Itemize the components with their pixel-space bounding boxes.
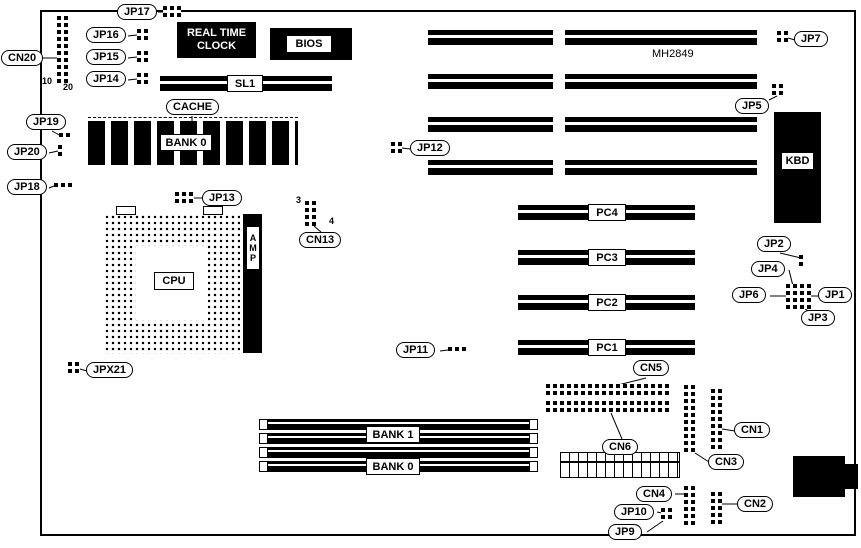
cpu-label: CPU (154, 272, 194, 290)
callout-jp6: JP6 (732, 287, 766, 303)
cn13-pin-header (305, 201, 316, 226)
jp19-pin-header (59, 133, 70, 137)
power-connector-row-bottom (560, 462, 680, 478)
simm2-clip-left (259, 433, 268, 444)
din-connector-plug (845, 464, 858, 489)
cn20-pin10-label: 10 (42, 76, 53, 86)
din-connector-body (793, 456, 845, 497)
isa-slot-4-short (428, 160, 553, 175)
cpu-socket-tab-right (203, 206, 223, 215)
bank0-label: BANK 0 (366, 458, 420, 475)
cn4-pin-strip (684, 486, 695, 525)
callout-jp10: JP10 (614, 504, 654, 520)
jp14-pin-header (137, 73, 148, 84)
real-time-clock-chip: REAL TIME CLOCK (177, 22, 256, 58)
simm2-clip-right (529, 433, 538, 444)
cn13-pin4-label: 4 (329, 216, 335, 226)
cache-bank0-label: BANK 0 (160, 134, 212, 151)
callout-jp9: JP9 (608, 524, 642, 540)
callout-cn20: CN20 (1, 50, 44, 66)
jp12-pin-header (391, 142, 402, 153)
jp15-pin-header (137, 51, 148, 62)
callout-cn6: CN6 (602, 439, 639, 455)
jp18-pin-header (54, 183, 72, 187)
isa-slot-3-short (428, 117, 553, 132)
callout-cn1: CN1 (734, 422, 771, 438)
jp20-pin-header (58, 145, 62, 156)
pc3-label: PC3 (588, 249, 626, 266)
amp-label: AMP (246, 226, 260, 270)
pc4-label: PC4 (588, 204, 626, 221)
jp13-pin-header (175, 192, 193, 203)
callout-jp4: JP4 (751, 261, 785, 277)
jp16-pin-header (137, 29, 148, 40)
jumper-block-pins (786, 284, 811, 309)
isa-slot-2-short (428, 74, 553, 89)
jp5-pin-header (772, 84, 783, 95)
callout-jp20: JP20 (7, 144, 47, 160)
bank1-label: BANK 1 (366, 426, 420, 443)
simm1-clip-left (259, 419, 268, 430)
jp17-pin-header (163, 6, 181, 17)
rtc-label-line1: REAL TIME (186, 27, 247, 39)
simm4-clip-right (529, 461, 538, 472)
callout-jp3: JP3 (801, 310, 835, 326)
callout-jpx21: JPX21 (86, 362, 134, 378)
jpx21-pin-header (68, 362, 79, 373)
cache-top-edge (88, 117, 298, 118)
callout-jp7: JP7 (794, 31, 828, 47)
jp2-pin-header (799, 255, 803, 266)
kbd-label: KBD (781, 152, 814, 170)
cn5-pin-header-1 (546, 384, 669, 395)
sl1-label: SL1 (227, 75, 263, 92)
cn2-pin-strip (711, 489, 722, 524)
jp7-pin-header (777, 31, 788, 42)
cpu-socket-tab-left (116, 206, 136, 215)
simm-slot-3 (268, 447, 529, 458)
simm1-clip-right (529, 419, 538, 430)
callout-cn4: CN4 (636, 486, 673, 502)
simm3-clip-left (259, 447, 268, 458)
pc2-label: PC2 (588, 294, 626, 311)
cn20-pin20-label: 20 (63, 82, 74, 92)
simm3-clip-right (529, 447, 538, 458)
cn13-pin3-label: 3 (296, 195, 302, 205)
callout-cache: CACHE (166, 99, 220, 115)
callout-jp12: JP12 (410, 140, 450, 156)
callout-jp2: JP2 (757, 236, 791, 252)
isa-slot-1-long (565, 30, 757, 45)
callout-jp1: JP1 (818, 287, 852, 303)
isa-slot-4-long (565, 160, 757, 175)
jp10-pin-header (661, 508, 672, 519)
bios-label: BIOS (286, 35, 332, 53)
callout-jp13: JP13 (202, 190, 242, 206)
jp11-pin-header (448, 347, 466, 351)
simm-slot-1 (268, 419, 529, 430)
callout-jp15: JP15 (86, 49, 126, 65)
cn20-pin-strip (57, 16, 68, 83)
cn1-pin-strip (711, 389, 722, 449)
callout-jp11: JP11 (396, 342, 436, 358)
callout-jp14: JP14 (86, 71, 126, 87)
callout-cn3: CN3 (708, 454, 745, 470)
pc1-label: PC1 (588, 339, 626, 356)
isa-slot-2-long (565, 74, 757, 89)
isa-slot-1-short (428, 30, 553, 45)
callout-jp19: JP19 (26, 114, 66, 130)
callout-jp16: JP16 (86, 27, 126, 43)
isa-slot-3-long (565, 117, 757, 132)
simm4-clip-left (259, 461, 268, 472)
cn3-pin-strip (684, 385, 695, 452)
callout-jp18: JP18 (7, 179, 47, 195)
board-id-text: MH2849 (652, 48, 694, 60)
callout-cn5: CN5 (633, 360, 670, 376)
rtc-label-line2: CLOCK (196, 40, 237, 52)
callout-cn2: CN2 (737, 496, 774, 512)
callout-jp17: JP17 (117, 4, 157, 20)
cn5-pin-header-2 (546, 401, 669, 412)
callout-cn13: CN13 (299, 232, 342, 248)
callout-jp5: JP5 (735, 98, 769, 114)
